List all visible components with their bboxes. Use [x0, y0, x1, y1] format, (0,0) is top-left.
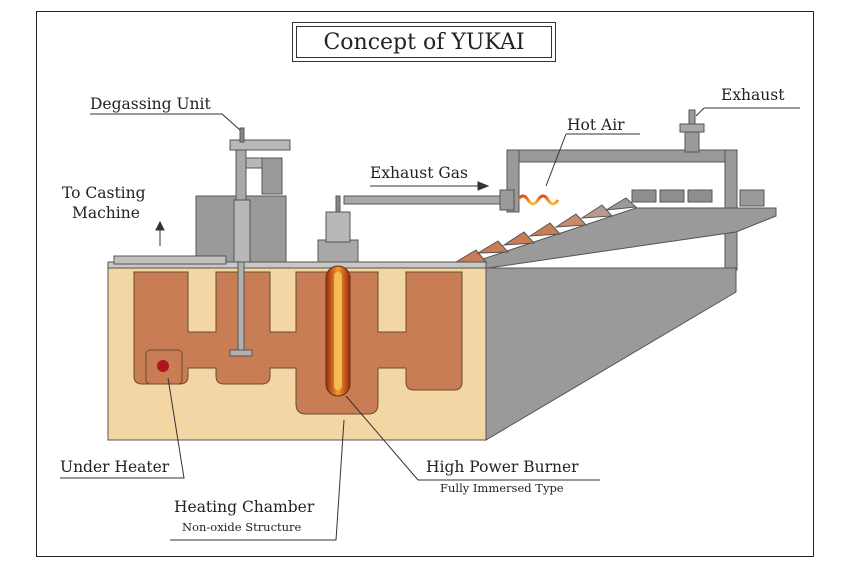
- to-casting-arrow: [155, 220, 165, 246]
- furnace-side: [485, 267, 737, 441]
- label-to-casting-2: Machine: [72, 204, 140, 222]
- refractory-bridges: [189, 270, 405, 331]
- label-degassing-unit: Degassing Unit: [90, 95, 211, 113]
- molten-chambers: [133, 271, 463, 415]
- ingot-conveyor: [454, 189, 777, 269]
- label-fully-immersed: Fully Immersed Type: [440, 481, 564, 495]
- title-box: Concept of YUKAI: [292, 22, 556, 62]
- label-exhaust-gas: Exhaust Gas: [370, 164, 468, 182]
- label-under-heater: Under Heater: [60, 458, 170, 476]
- label-heating-chamber: Heating Chamber: [174, 498, 315, 516]
- burner-housing: [317, 189, 515, 263]
- label-hot-air: Hot Air: [567, 116, 625, 134]
- hot-air-wave: [516, 194, 560, 206]
- label-high-power-burner: High Power Burner: [426, 458, 579, 476]
- under-heater-box: [145, 349, 183, 385]
- label-non-oxide: Non-oxide Structure: [182, 520, 302, 534]
- diagram-title: Concept of YUKAI: [323, 29, 525, 55]
- immersed-burner: [325, 265, 351, 397]
- degassing-unit-machine: [113, 127, 291, 357]
- leader-lines: [60, 107, 800, 541]
- under-heater-dot: [157, 360, 169, 372]
- label-to-casting-1: To Casting: [62, 184, 146, 202]
- exhaust-gas-arrow: [370, 181, 490, 191]
- label-exhaust: Exhaust: [721, 86, 785, 104]
